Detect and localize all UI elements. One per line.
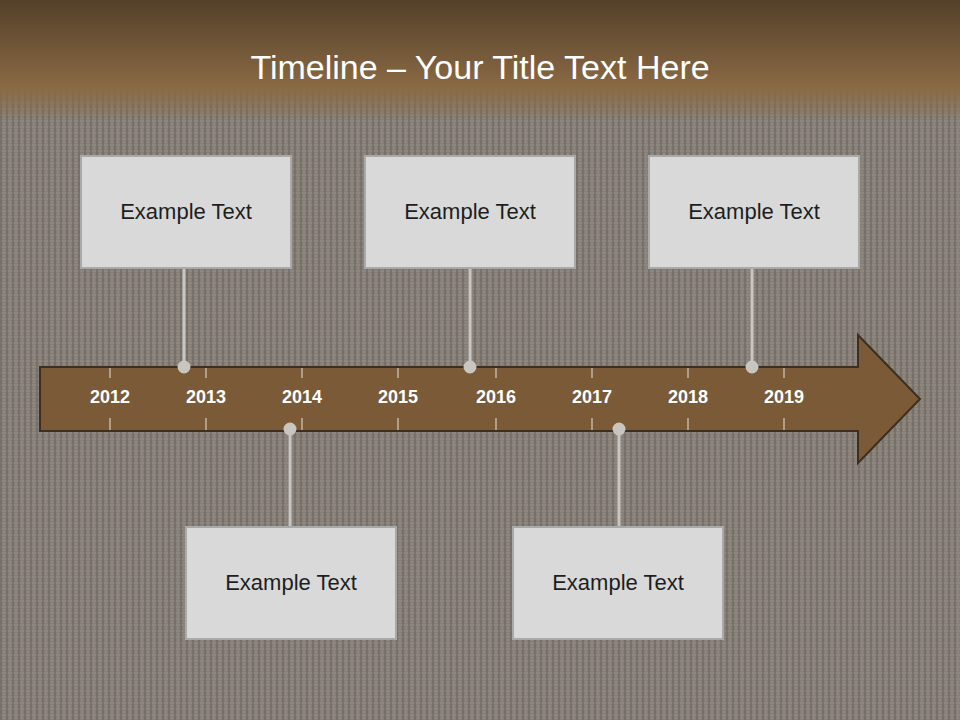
event-box: Example Text [364, 155, 576, 269]
year-label: 2014 [282, 386, 322, 408]
year-label: 2012 [90, 386, 130, 408]
event-text: Example Text [394, 198, 546, 226]
timeline-arrow [40, 335, 920, 463]
year-label: 2017 [572, 386, 612, 408]
event-text: Example Text [678, 198, 830, 226]
event-text: Example Text [542, 569, 694, 597]
slide-title: Timeline – Your Title Text Here [0, 44, 960, 90]
year-label: 2019 [764, 386, 804, 408]
event-box: Example Text [648, 155, 860, 269]
year-ticks [110, 368, 784, 430]
event-box: Example Text [512, 526, 724, 640]
year-label: 2013 [186, 386, 226, 408]
event-box: Example Text [185, 526, 397, 640]
leader-stems [179, 269, 757, 527]
event-text: Example Text [215, 569, 367, 597]
year-label: 2018 [668, 386, 708, 408]
header-band [0, 0, 960, 118]
event-box: Example Text [80, 155, 292, 269]
year-label: 2016 [476, 386, 516, 408]
event-text: Example Text [110, 198, 262, 226]
year-label: 2015 [378, 386, 418, 408]
